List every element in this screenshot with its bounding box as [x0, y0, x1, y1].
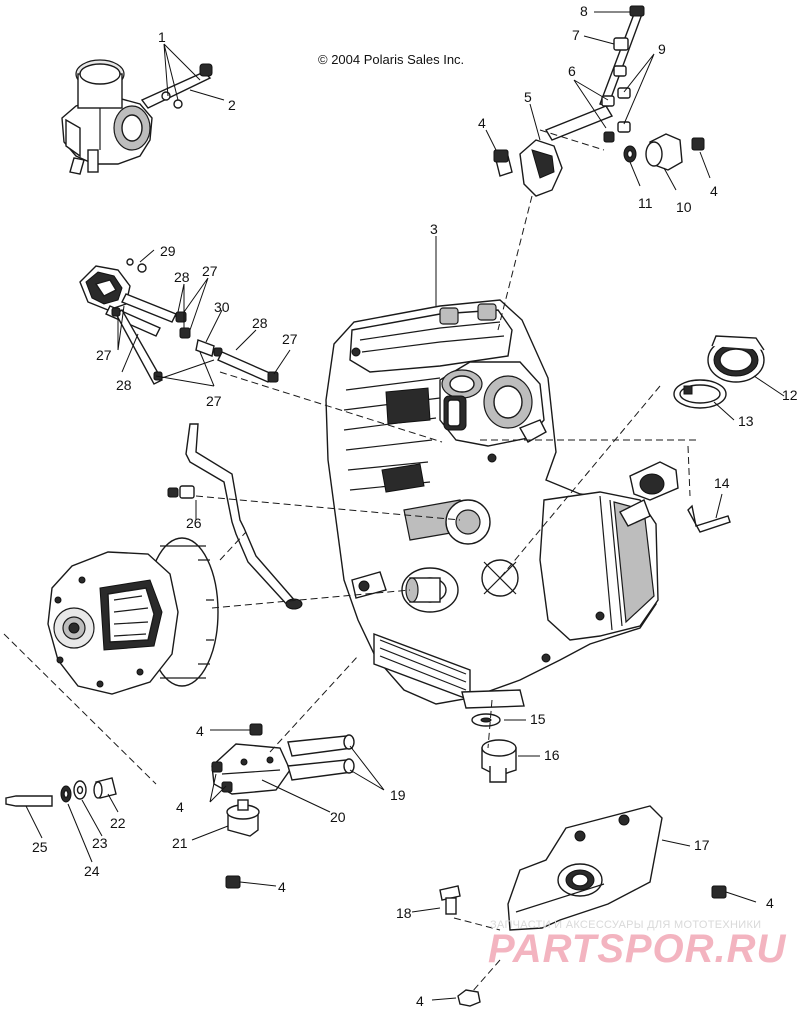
- callout-4-lower-left: 4: [278, 879, 286, 895]
- callout-13: 13: [738, 413, 754, 429]
- callout-28-top: 28: [174, 269, 190, 285]
- carburetor-illustration: [61, 59, 213, 175]
- callout-2: 2: [228, 97, 236, 113]
- breather-hose-illustration: [167, 423, 303, 610]
- callout-7: 7: [572, 27, 580, 43]
- callout-4-bracket-left: 4: [176, 799, 184, 815]
- callout-leader-lines: [25, 11, 785, 1001]
- callout-11: 11: [638, 195, 653, 211]
- callout-19: 19: [390, 787, 406, 803]
- callout-29: 29: [160, 243, 176, 259]
- callout-27-right: 27: [282, 331, 298, 347]
- callout-3: 3: [430, 221, 438, 237]
- engine-block-illustration: [325, 299, 679, 709]
- callout-26: 26: [186, 515, 202, 531]
- callout-4-bracket-top: 4: [196, 723, 204, 739]
- callout-5: 5: [524, 89, 532, 105]
- callout-6: 6: [568, 63, 576, 79]
- callout-4-right: 4: [710, 183, 718, 199]
- callout-18: 18: [396, 905, 412, 921]
- callout-20: 20: [330, 809, 346, 825]
- callout-25: 25: [32, 839, 48, 855]
- callout-27-bottom: 27: [206, 393, 222, 409]
- callout-14: 14: [714, 475, 730, 491]
- callout-16: 16: [544, 747, 560, 763]
- callout-21: 21: [172, 835, 188, 851]
- callout-23: 23: [92, 835, 108, 851]
- callout-22: 22: [110, 815, 126, 831]
- callout-1: 1: [158, 29, 166, 45]
- callout-12: 12: [782, 387, 798, 403]
- upper-mount-illustration: [493, 5, 705, 197]
- intake-boot-illustration: [673, 335, 765, 409]
- fuel-pump-illustration: [79, 258, 279, 385]
- callout-27-top: 27: [202, 263, 218, 279]
- callout-10: 10: [676, 199, 692, 215]
- callout-15: 15: [530, 711, 546, 727]
- callout-28-right: 28: [252, 315, 268, 331]
- callout-4-lower-right: 4: [766, 895, 774, 911]
- callout-24: 24: [84, 863, 100, 879]
- drive-clutch-illustration: [47, 537, 219, 695]
- callout-4-top: 4: [478, 115, 486, 131]
- copyright-notice: © 2004 Polaris Sales Inc.: [318, 52, 464, 67]
- watermark: ЗАПЧАСТИ И АКСЕССУАРЫ ДЛЯ МОТОТЕХНИКИ PA…: [488, 919, 787, 971]
- callout-27-left: 27: [96, 347, 112, 363]
- assembly-guide-lines: [3, 129, 696, 993]
- callout-numbers: 1 2 3 4 4 4 4 4 4 4 5 6 7 8 9 10 11 12 1…: [32, 3, 798, 1009]
- callout-17: 17: [694, 837, 710, 853]
- lower-mount-illustration: [5, 713, 727, 1007]
- watermark-tagline: ЗАПЧАСТИ И АКСЕССУАРЫ ДЛЯ МОТОТЕХНИКИ: [490, 919, 761, 931]
- callout-4-bottom: 4: [416, 993, 424, 1009]
- vent-tube-illustration: [687, 504, 731, 533]
- callout-28-left: 28: [116, 377, 132, 393]
- callout-8: 8: [580, 3, 588, 19]
- callout-30: 30: [214, 299, 230, 315]
- watermark-brand: PARTSPOR.RU: [488, 927, 787, 971]
- callout-9: 9: [658, 41, 666, 57]
